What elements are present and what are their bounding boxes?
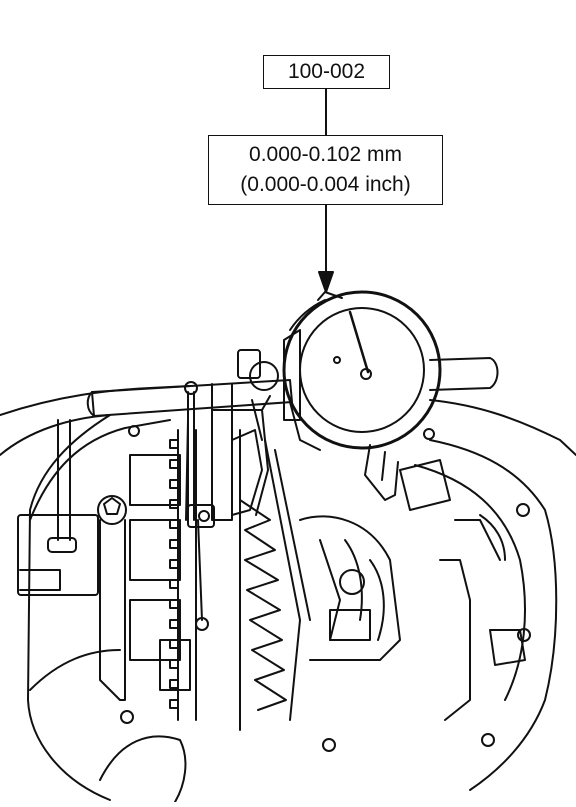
- specification-label: 0.000-0.102 mm (0.000-0.004 inch): [208, 135, 443, 205]
- dial-indicator-icon: [86, 290, 499, 631]
- spec-imperial: (0.000-0.004 inch): [240, 173, 411, 196]
- tool-number-label: 100-002: [263, 55, 390, 89]
- differential-housing-icon: [0, 385, 576, 803]
- spec-metric: 0.000-0.102 mm: [249, 143, 402, 166]
- leader-arrow: [318, 271, 334, 293]
- ring-gear-icon: [169, 429, 526, 731]
